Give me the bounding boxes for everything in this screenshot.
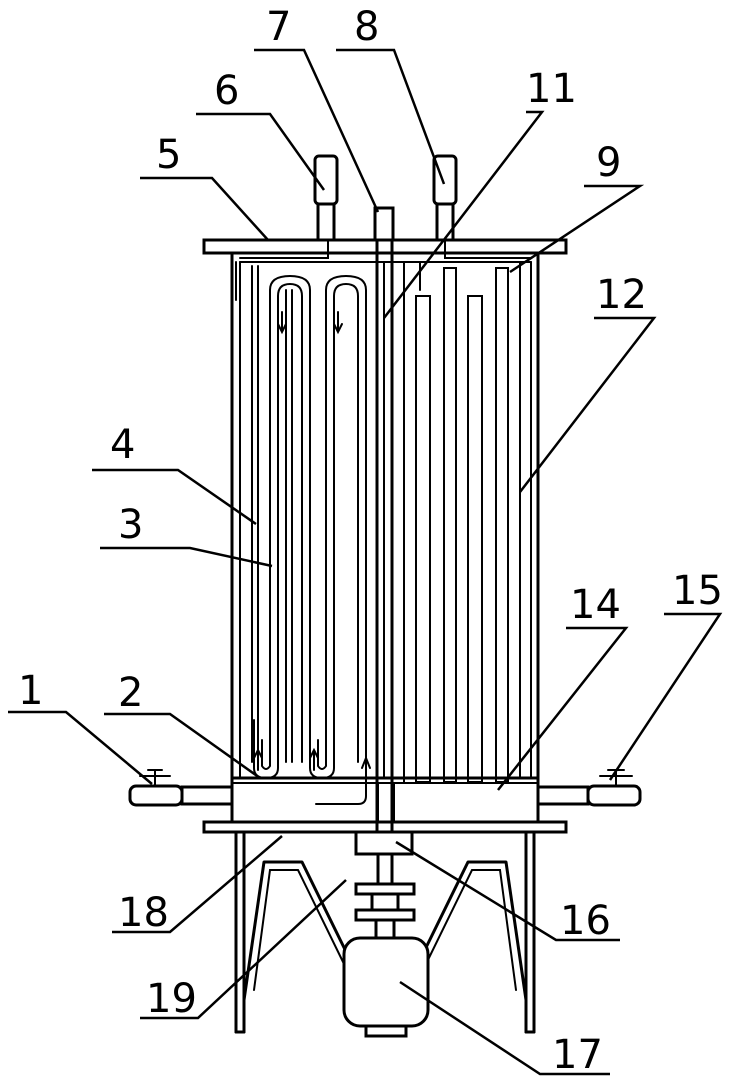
central-shaft — [373, 206, 395, 886]
u-tube-1-bottom-inner — [261, 739, 271, 770]
leader-17 — [399, 980, 610, 1076]
shaft-lower — [376, 852, 394, 886]
right-tube-3 — [467, 295, 483, 783]
leader-16 — [395, 840, 620, 942]
drive-assembly — [342, 882, 430, 1038]
coupling-hub — [370, 892, 400, 912]
reference-numerals: 1 2 3 4 5 6 7 8 9 11 12 14 15 16 17 18 1… — [18, 4, 723, 1078]
leader-19 — [140, 879, 347, 1020]
u-tube-1-inner — [269, 274, 311, 763]
label-17: 17 — [552, 1032, 603, 1078]
flow-arrow-4 — [309, 747, 319, 771]
top-nozzle-8 — [432, 154, 458, 242]
right-bracket-inner — [423, 869, 517, 991]
u-tube-1-outer — [251, 265, 293, 763]
leader-9 — [509, 184, 645, 274]
nozzle-6-stem — [316, 202, 336, 242]
motor-body — [342, 936, 430, 1028]
right-tube-1 — [415, 295, 431, 783]
label-2: 2 — [118, 670, 143, 716]
right-nozzle — [536, 769, 642, 807]
leader-1 — [8, 710, 153, 785]
u-tube-2-inner — [325, 274, 367, 763]
right-nozzle-flange — [586, 784, 642, 807]
left-bracket-inner — [253, 869, 347, 991]
label-5: 5 — [156, 132, 181, 178]
leader-8 — [336, 48, 446, 185]
flow-arrow-3 — [253, 747, 263, 771]
inlet-header — [239, 239, 329, 259]
right-tube-2 — [443, 267, 457, 783]
label-1: 1 — [18, 668, 43, 714]
leader-12 — [519, 316, 657, 493]
right-nozzle-pipe — [536, 785, 590, 806]
support-frame — [234, 830, 536, 1034]
label-9: 9 — [596, 140, 621, 186]
u-tube-1-top — [277, 282, 303, 763]
vessel-body — [202, 238, 568, 785]
flow-arrow-1 — [277, 311, 287, 335]
label-14: 14 — [570, 582, 621, 628]
shaft-tip — [373, 206, 395, 242]
left-nozzle-valve — [139, 769, 171, 787]
label-16: 16 — [560, 898, 611, 944]
left-nozzle — [128, 769, 234, 807]
leader-2 — [104, 712, 261, 780]
right-bracket — [412, 860, 528, 1002]
label-11: 11 — [526, 66, 577, 112]
flow-arrow-2 — [333, 311, 343, 335]
leader-lines — [8, 48, 723, 1076]
leader-3 — [100, 546, 273, 568]
flow-arrow-lower — [315, 759, 367, 805]
motor-base — [364, 1024, 408, 1038]
u-tube-2-bottom — [309, 719, 335, 780]
u-tube-2-bottom-inner — [317, 739, 327, 770]
leader-5 — [140, 176, 269, 241]
label-3: 3 — [118, 502, 143, 548]
right-elbow — [507, 261, 521, 779]
left-nozzle-flange — [128, 784, 184, 807]
leader-18 — [112, 835, 283, 934]
top-nozzle-6 — [313, 154, 339, 242]
label-8: 8 — [354, 4, 379, 50]
label-7: 7 — [266, 4, 291, 50]
label-6: 6 — [214, 68, 239, 114]
leader-15 — [608, 612, 723, 781]
leader-6 — [196, 112, 326, 191]
nozzle-8-stem — [435, 202, 455, 242]
left-bracket — [242, 860, 358, 1002]
right-tube-4 — [495, 267, 509, 783]
leader-11 — [383, 110, 545, 319]
leader-4 — [92, 468, 257, 526]
label-15: 15 — [672, 568, 723, 614]
top-flange — [202, 238, 568, 255]
leader-7 — [254, 48, 380, 213]
right-heat-tubes — [403, 239, 532, 783]
label-18: 18 — [118, 890, 169, 936]
label-19: 19 — [146, 976, 197, 1022]
left-heat-tubes — [235, 239, 367, 780]
leader-14 — [497, 626, 629, 791]
u-tube-1-bottom — [253, 719, 279, 780]
u-tube-2-top — [333, 282, 359, 763]
left-nozzle-pipe — [180, 785, 234, 806]
label-12: 12 — [596, 272, 647, 318]
label-4: 4 — [110, 422, 135, 468]
outlet-header — [444, 239, 532, 259]
hub-housing — [354, 830, 414, 856]
